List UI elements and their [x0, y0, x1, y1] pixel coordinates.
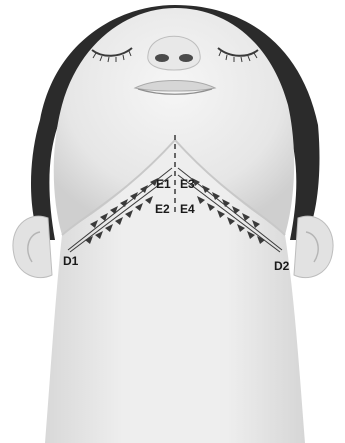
label-e4: E4 [180, 202, 195, 216]
label-e1: E1 [156, 177, 171, 191]
label-e3: E3 [180, 177, 195, 191]
label-d2: D2 [274, 259, 290, 273]
right-ear [294, 216, 333, 278]
label-e2: E2 [155, 202, 170, 216]
nose-icon [148, 36, 200, 70]
left-ear [13, 216, 52, 278]
label-d1: D1 [63, 254, 79, 268]
